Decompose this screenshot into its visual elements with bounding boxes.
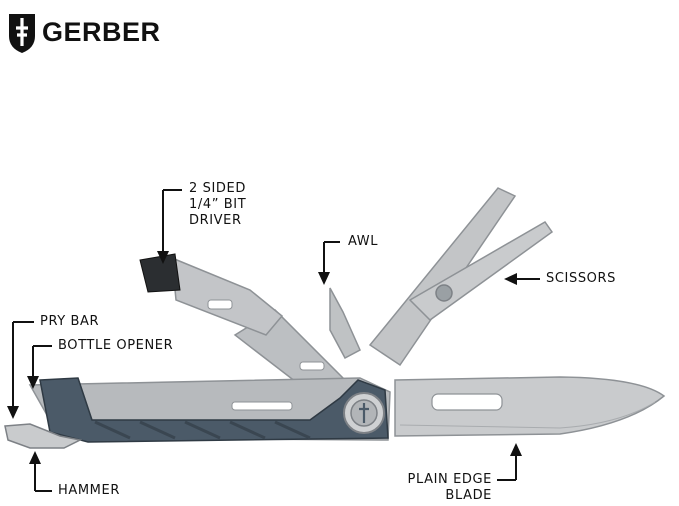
bit-driver-bit: [139, 253, 181, 293]
callout-blade-line-2: BLADE: [445, 488, 492, 503]
callout-pry-bar: PRY BAR: [40, 314, 100, 329]
callout-bit-driver-line-1: 2 SIDED: [189, 181, 246, 196]
callout-blade: PLAIN EDGE BLADE: [398, 472, 492, 504]
plain-edge-blade: [394, 376, 666, 437]
awl: [329, 287, 361, 360]
callout-hammer: HAMMER: [58, 483, 120, 498]
pry-bar-hammer: [4, 423, 83, 449]
gerber-logo: GERBER: [6, 8, 161, 56]
callout-bit-driver: 2 SIDED 1/4” BIT DRIVER: [189, 181, 246, 229]
scissors: [368, 187, 517, 367]
callout-scissors: SCISSORS: [546, 271, 616, 286]
callout-bit-driver-line-3: DRIVER: [189, 213, 242, 228]
callout-blade-line-1: PLAIN EDGE: [407, 472, 492, 487]
brand-name: GERBER: [42, 16, 161, 47]
gerber-shield-logo-icon: [9, 14, 35, 53]
callout-bit-driver-line-2: 1/4” BIT: [189, 197, 247, 212]
callout-awl: AWL: [348, 234, 379, 249]
callout-bottle-opener: BOTTLE OPENER: [58, 338, 174, 353]
